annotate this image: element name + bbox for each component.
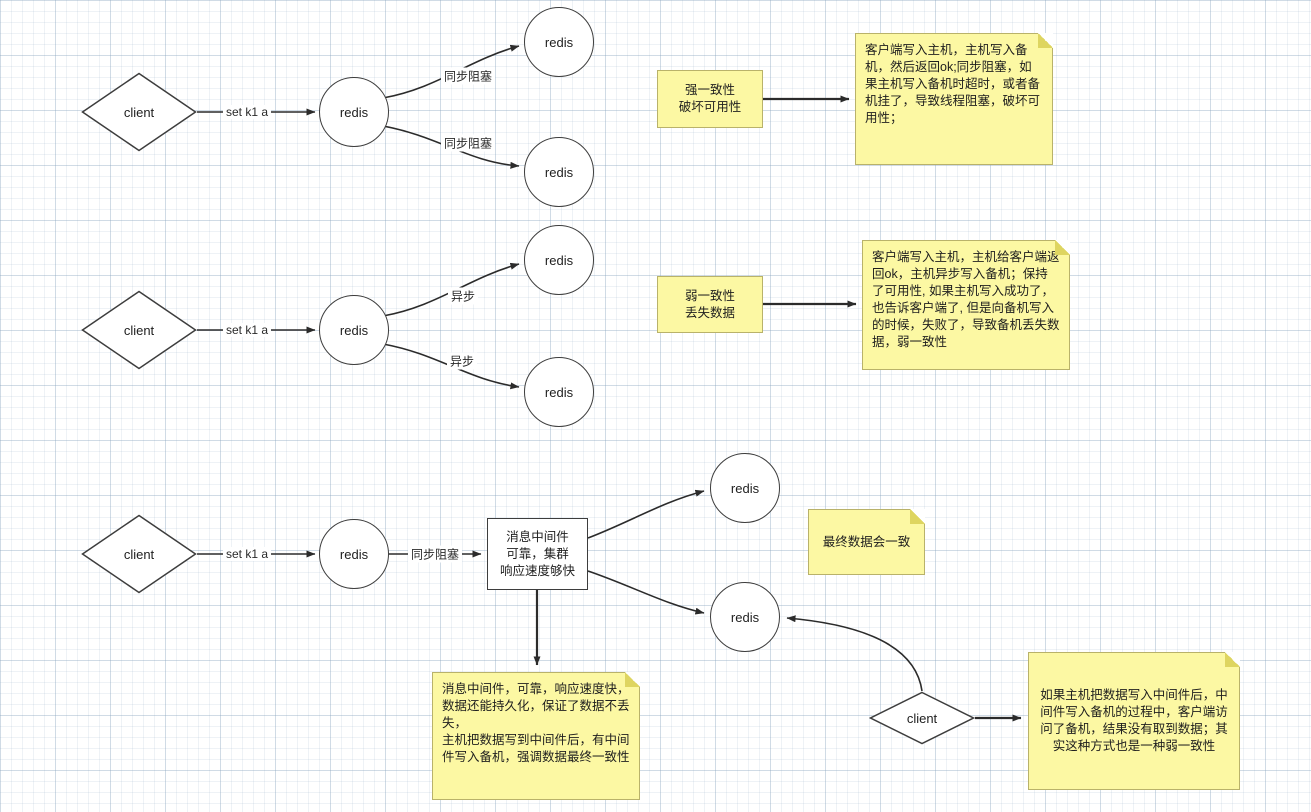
d1-set-k1-a-label: set k1 a (222, 105, 272, 119)
d2-tag-text: 弱一致性 丢失数据 (684, 288, 735, 320)
d3-redis-top-label: redis (730, 480, 760, 496)
d3-redis-bottom-label: redis (730, 609, 760, 625)
d2-redis-top-circle[interactable]: redis (524, 225, 594, 295)
d3-middleware-rect[interactable]: 消息中间件 可靠，集群 响应速度够快 (487, 518, 588, 590)
d1-redis-main-circle[interactable]: redis (319, 77, 389, 147)
d3-middleware-text: 消息中间件 可靠，集群 响应速度够快 (499, 529, 575, 578)
d3-note-right-fold-corner-icon (1225, 652, 1240, 667)
d1-client-label: client (123, 104, 155, 120)
d1-note-fold-corner-icon (1038, 33, 1053, 48)
d3-note-left-fold-corner-icon (625, 672, 640, 687)
d2-client-label: client (123, 322, 155, 338)
d3-note-right-text: 如果主机把数据写入中间件后，中间件写入备机的过程中，客户端访问了备机，结果没有取… (1040, 688, 1228, 753)
d1-note-sticky[interactable]: 客户端写入主机，主机写入备机，然后返回ok;同步阻塞，如果主机写入备机时超时，或… (855, 33, 1053, 165)
d2-async-label-top: 异步 (447, 287, 479, 305)
d3-client-diamond[interactable]: client (81, 514, 197, 594)
d1-redis-bottom-circle[interactable]: redis (524, 137, 594, 207)
d1-sync-blocking-label-bottom: 同步阻塞 (440, 134, 496, 152)
d2-tag-weak-consistency[interactable]: 弱一致性 丢失数据 (657, 276, 763, 333)
d1-sync-blocking-label-top: 同步阻塞 (440, 67, 496, 85)
d1-redis-main-label: redis (339, 104, 369, 120)
d1-client-diamond[interactable]: client (81, 72, 197, 152)
d1-redis-top-label: redis (544, 34, 574, 50)
d2-note-sticky[interactable]: 客户端写入主机，主机给客户端返回ok，主机异步写入备机；保持了可用性, 如果主机… (862, 240, 1070, 370)
d2-redis-top-label: redis (544, 252, 574, 268)
d3-tag-text: 最终数据会一致 (822, 534, 911, 549)
d3-set-k1-a-label: set k1 a (222, 547, 272, 561)
d3-redis-main-circle[interactable]: redis (319, 519, 389, 589)
edge-d3-middleware-redis-top (587, 489, 705, 539)
d2-redis-bottom-label: redis (544, 384, 574, 400)
d3-client2-label: client (906, 710, 938, 726)
d3-redis-main-label: redis (339, 546, 369, 562)
d3-tag-fold-corner-icon (910, 509, 925, 524)
d3-client-label: client (123, 546, 155, 562)
d3-note-right-sticky[interactable]: 如果主机把数据写入中间件后，中间件写入备机的过程中，客户端访问了备机，结果没有取… (1028, 652, 1240, 790)
d2-redis-main-circle[interactable]: redis (319, 295, 389, 365)
d2-async-label-bottom: 异步 (446, 352, 478, 370)
d2-redis-bottom-circle[interactable]: redis (524, 357, 594, 427)
d1-redis-bottom-label: redis (544, 164, 574, 180)
d3-redis-top-circle[interactable]: redis (710, 453, 780, 523)
d1-note-text: 客户端写入主机，主机写入备机，然后返回ok;同步阻塞，如果主机写入备机时超时，或… (865, 43, 1041, 125)
d2-redis-main-label: redis (339, 322, 369, 338)
d3-sync-blocking-label: 同步阻塞 (407, 545, 463, 563)
d3-client2-diamond[interactable]: client (869, 691, 975, 745)
d2-set-k1-a-label: set k1 a (222, 323, 272, 337)
d1-tag-strong-consistency[interactable]: 强一致性 破坏可用性 (657, 70, 763, 128)
d3-note-left-sticky[interactable]: 消息中间件，可靠，响应速度快，数据还能持久化，保证了数据不丢失， 主机把数据写到… (432, 672, 640, 800)
d2-note-text: 客户端写入主机，主机给客户端返回ok，主机异步写入备机；保持了可用性, 如果主机… (872, 250, 1060, 349)
edge-d3-client2-redis-bottom (786, 615, 923, 692)
d3-tag-eventual-consistency[interactable]: 最终数据会一致 (808, 509, 925, 575)
d3-note-left-text: 消息中间件，可靠，响应速度快，数据还能持久化，保证了数据不丢失， 主机把数据写到… (442, 682, 630, 764)
d2-note-fold-corner-icon (1055, 240, 1070, 255)
edge-d3-middleware-redis-bottom (587, 570, 705, 615)
d1-redis-top-circle[interactable]: redis (524, 7, 594, 77)
d2-client-diamond[interactable]: client (81, 290, 197, 370)
d3-redis-bottom-circle[interactable]: redis (710, 582, 780, 652)
d1-tag-text: 强一致性 破坏可用性 (678, 83, 742, 114)
